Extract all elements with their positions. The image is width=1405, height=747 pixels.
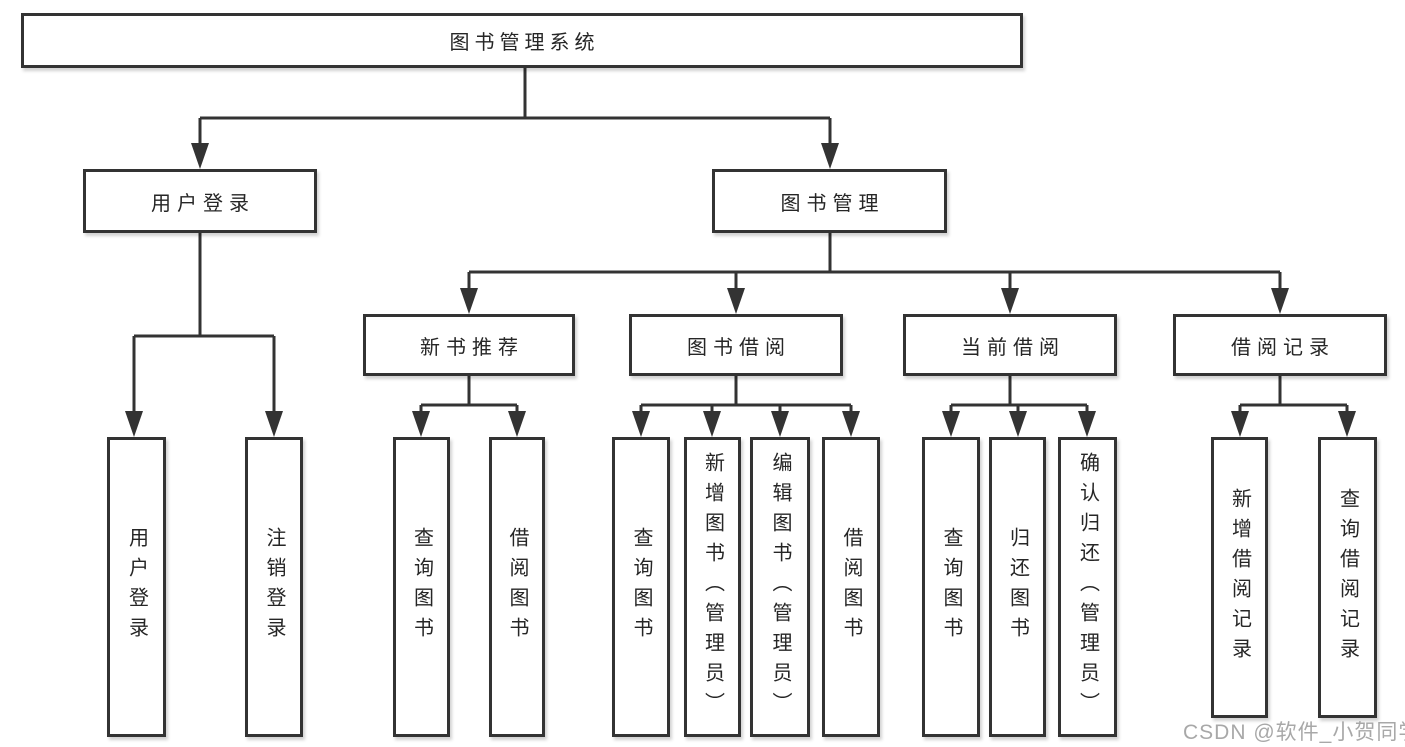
arrowhead-icons (125, 143, 1356, 437)
leaf-borrow-books: 借阅图书 (822, 437, 880, 737)
node-current-borrow: 当前借阅 (903, 314, 1117, 376)
leaf-edit-books-admin: 编辑图书（管理员） (750, 437, 810, 737)
leaf-user-login: 用户登录 (107, 437, 166, 737)
leaf-add-borrow-record: 新增借阅记录 (1211, 437, 1268, 718)
leaf-borrow-books-recommend: 借阅图书 (489, 437, 545, 737)
leaf-add-books-admin: 新增图书（管理员） (684, 437, 741, 737)
node-book-borrow: 图书借阅 (629, 314, 843, 376)
node-book-management: 图书管理 (712, 169, 947, 233)
leaf-query-books-recommend: 查询图书 (393, 437, 450, 737)
node-new-book-recommend: 新书推荐 (363, 314, 575, 376)
node-borrow-records: 借阅记录 (1173, 314, 1387, 376)
leaf-confirm-return-admin: 确认归还（管理员） (1058, 437, 1117, 737)
leaf-query-books-current: 查询图书 (922, 437, 980, 737)
leaf-logout: 注销登录 (245, 437, 303, 737)
node-user-login: 用户登录 (83, 169, 317, 233)
leaf-return-books: 归还图书 (989, 437, 1046, 737)
csdn-watermark: CSDN @软件_小贺同学 (1183, 721, 1405, 744)
node-root-system: 图书管理系统 (21, 13, 1023, 68)
leaf-query-books-borrow: 查询图书 (612, 437, 670, 737)
leaf-query-borrow-record: 查询借阅记录 (1318, 437, 1377, 718)
